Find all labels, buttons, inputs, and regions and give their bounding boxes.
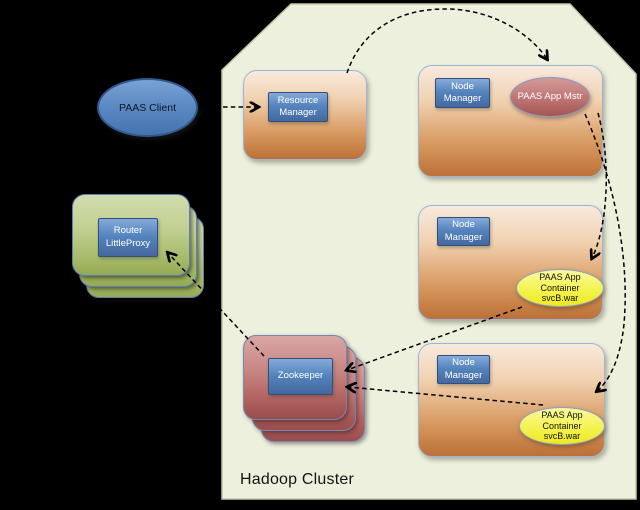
paas-app-container-2-label: PAAS App Container svcB.war	[539, 272, 581, 304]
zookeeper-label: Zookeeper	[277, 370, 324, 382]
router-node: Router LittleProxy	[98, 218, 158, 257]
node-manager-1-label: Node Manager	[443, 80, 482, 104]
node-manager-2-label: Node Manager	[444, 219, 483, 243]
node-manager-2-node: Node Manager	[437, 217, 490, 246]
paas-app-mstr-node: PAAS App Mstr	[510, 77, 590, 117]
paas-app-container-3-label: PAAS App Container svcB.war	[541, 410, 583, 442]
zookeeper-node: Zookeeper	[268, 358, 333, 395]
paas-app-mstr-label: PAAS App Mstr	[517, 91, 583, 103]
resource-manager-label: Resource Manager	[277, 94, 319, 118]
node-manager-3-label: Node Manager	[444, 357, 483, 381]
paas-app-container-3-node: PAAS App Container svcB.war	[519, 407, 605, 445]
paas-client-label: PAAS Client	[118, 101, 176, 114]
node-manager-3-node: Node Manager	[437, 355, 490, 384]
node-manager-1-node: Node Manager	[435, 78, 490, 108]
resource-manager-node: Resource Manager	[268, 92, 328, 122]
paas-app-container-2-node: PAAS App Container svcB.war	[516, 269, 604, 307]
paas-client-node: PAAS Client	[97, 78, 198, 137]
router-label: Router LittleProxy	[105, 225, 151, 249]
hadoop-cluster-title: Hadoop Cluster	[240, 471, 354, 488]
